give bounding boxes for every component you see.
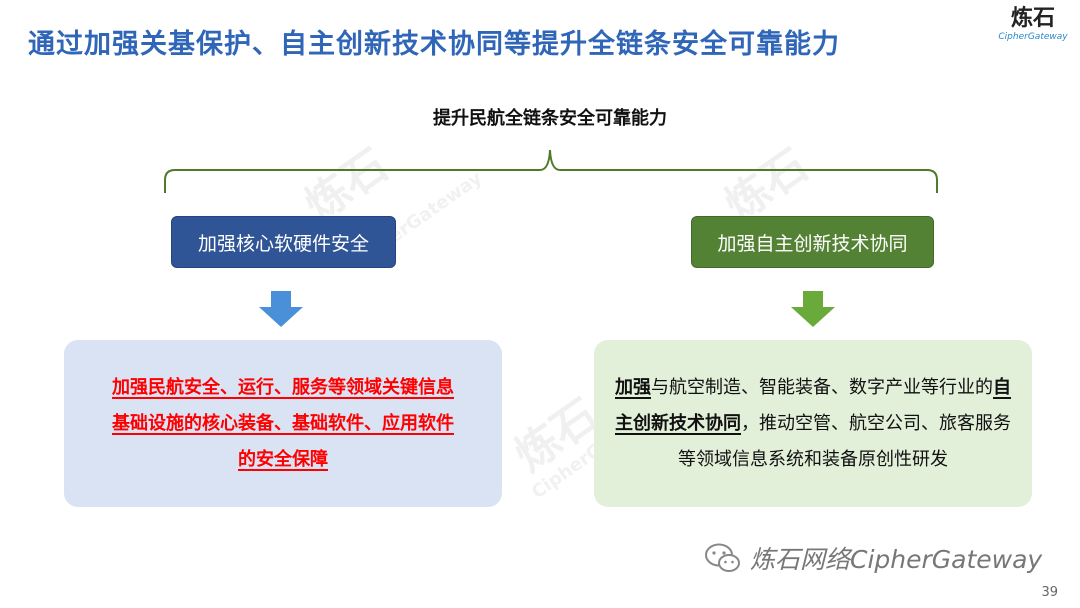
down-arrow-left — [259, 291, 303, 327]
right-category-pill: 加强自主创新技术协同 — [691, 216, 934, 268]
diagram-root-label: 提升民航全链条安全可靠能力 — [433, 108, 667, 129]
left-category-pill: 加强核心软硬件安全 — [171, 216, 396, 268]
right-detail-emphasis: 自主创新技术协同 — [615, 376, 1011, 434]
logo-text: 炼石 — [1010, 6, 1055, 31]
left-detail-text: 加强民航安全、运行、服务等领域关键信息 基础设施的核心装备、基础软件、应用软件 … — [94, 370, 472, 478]
right-detail-emphasis: 加强 — [615, 376, 651, 398]
left-detail-line: 的安全保障 — [238, 448, 328, 470]
right-detail-box: 加强与航空制造、智能装备、数字产业等行业的自主创新技术协同，推动空管、航空公司、… — [594, 340, 1032, 507]
footer-text: 炼石网络CipherGateway — [750, 545, 1043, 574]
page-number: 39 — [1041, 585, 1058, 600]
wechat-icon — [705, 543, 740, 572]
left-detail-box: 加强民航安全、运行、服务等领域关键信息 基础设施的核心装备、基础软件、应用软件 … — [64, 340, 502, 507]
page-title: 通过加强关基保护、自主创新技术协同等提升全链条安全可靠能力 — [28, 29, 840, 60]
down-arrow-right — [791, 291, 835, 327]
footer-brand: 炼石网络CipherGateway — [704, 540, 1042, 576]
right-detail-segment: ，推动空管、航空公司、旅客服务等领域信息系统和装备原创性研发 — [678, 412, 1011, 470]
left-detail-line: 加强民航安全、运行、服务等领域关键信息 — [112, 376, 454, 398]
brand-logo: 炼石 CipherGateway — [996, 6, 1070, 43]
right-detail-segment: 与航空制造、智能装备、数字产业等行业的 — [651, 376, 993, 398]
right-detail-text: 加强与航空制造、智能装备、数字产业等行业的自主创新技术协同，推动空管、航空公司、… — [594, 370, 1032, 478]
logo-subtext: CipherGateway — [998, 32, 1068, 42]
left-detail-line: 基础设施的核心装备、基础软件、应用软件 — [112, 412, 454, 434]
